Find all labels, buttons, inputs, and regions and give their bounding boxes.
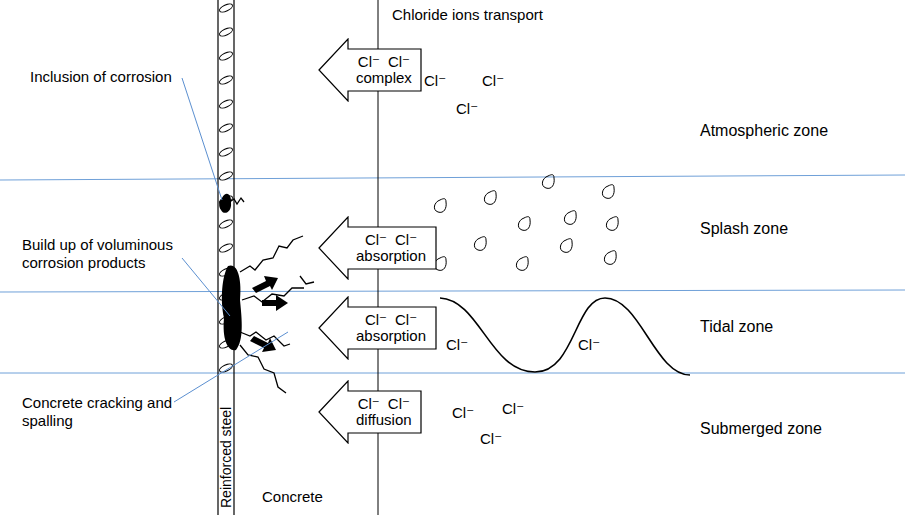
chloride-ion: Cl⁻: [358, 396, 380, 412]
concrete-cracks: [228, 198, 314, 393]
chloride-ion: Cl⁻: [365, 232, 387, 248]
corrosion-products: [222, 265, 242, 350]
zone-label: Splash zone: [700, 220, 788, 238]
chloride-ion: Cl⁻: [365, 312, 387, 328]
zone-line: [0, 175, 905, 180]
transport-mechanism: diffusion: [356, 412, 412, 428]
splash-droplets: [434, 175, 618, 271]
chloride-ion: Cl⁻: [358, 54, 380, 70]
zone-label: Submerged zone: [700, 420, 822, 438]
tidal-wave: [440, 298, 690, 375]
zone-line: [0, 290, 905, 292]
chloride-ion: Cl⁻: [456, 100, 478, 118]
text-label: Reinforced steel: [217, 407, 235, 508]
chloride-ion: Cl⁻: [446, 336, 468, 354]
zone-label: Atmospheric zone: [700, 122, 828, 140]
expansion-arrows: [250, 276, 288, 352]
chloride-ion: Cl⁻: [578, 336, 600, 354]
zone-label: Tidal zone: [700, 318, 773, 336]
chloride-ion: Cl⁻: [480, 430, 502, 448]
chloride-ion: Cl⁻: [424, 72, 446, 90]
transport-mechanism: absorption: [356, 328, 426, 344]
chloride-ion: Cl⁻: [388, 54, 410, 70]
transport-arrow: Cl⁻ Cl⁻absorption: [318, 296, 437, 360]
text-label: Chloride ions transport: [392, 6, 543, 24]
text-label: Concrete: [262, 488, 323, 506]
zone-line: [0, 373, 905, 374]
text-label: Build up of voluminous corrosion product…: [22, 236, 182, 272]
transport-arrow: Cl⁻ Cl⁻diffusion: [318, 380, 422, 444]
chloride-ion: Cl⁻: [452, 404, 474, 422]
transport-arrow: Cl⁻ Cl⁻absorption: [318, 216, 437, 280]
text-label: Concrete cracking and spalling: [22, 394, 177, 430]
transport-mechanism: absorption: [356, 248, 426, 264]
text-label: Inclusion of corrosion: [30, 68, 172, 86]
chloride-ion: Cl⁻: [395, 232, 417, 248]
transport-arrow: Cl⁻ Cl⁻complex: [318, 38, 422, 102]
chloride-ion: Cl⁻: [395, 312, 417, 328]
transport-mechanism: complex: [356, 70, 412, 86]
chloride-ion: Cl⁻: [482, 72, 504, 90]
chloride-ion: Cl⁻: [502, 400, 524, 418]
chloride-ion: Cl⁻: [388, 396, 410, 412]
leader-lines: [174, 78, 288, 402]
